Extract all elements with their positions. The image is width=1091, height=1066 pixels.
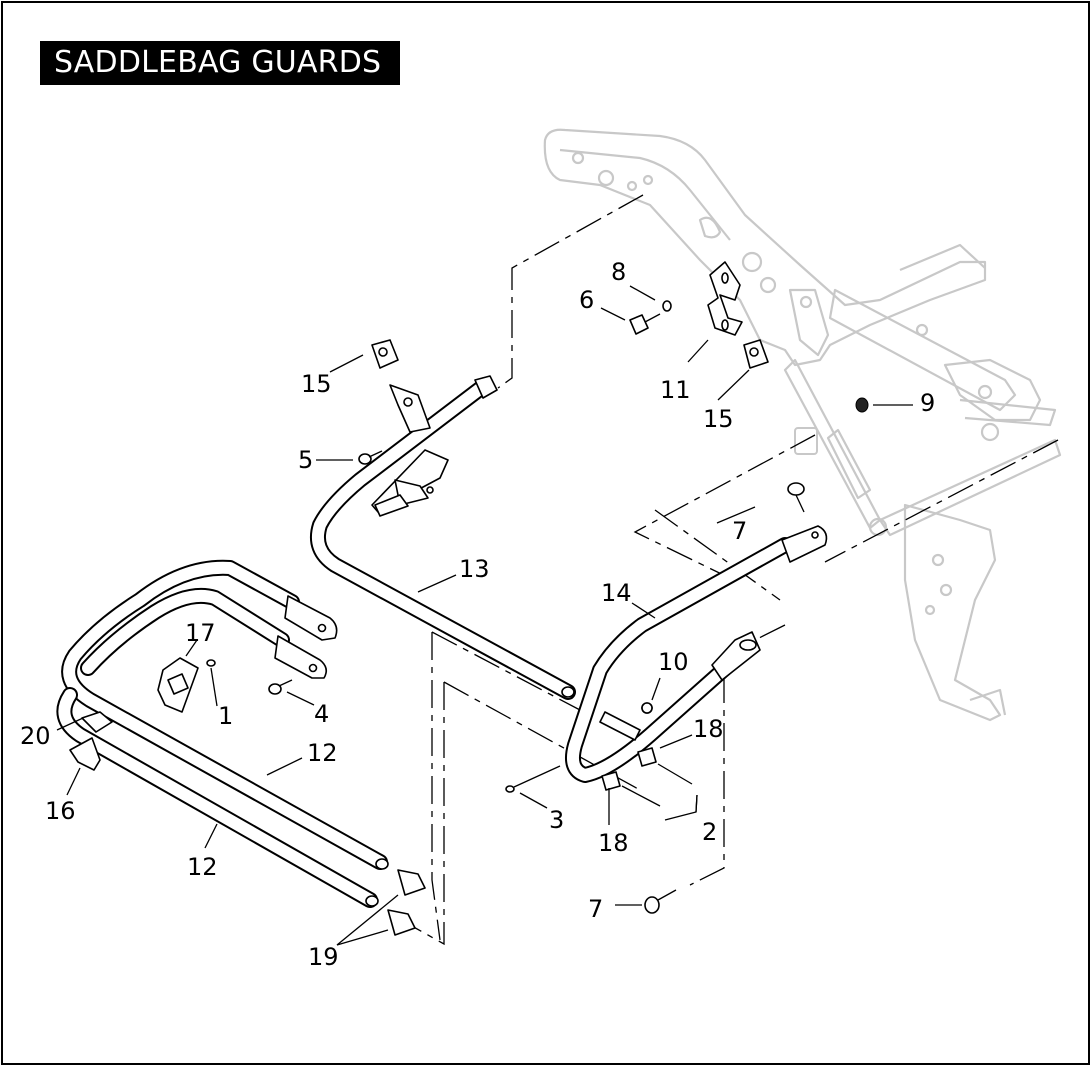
saddlebag-guard-rail-12 <box>56 559 389 908</box>
saddlebag-guard-14 <box>565 525 828 783</box>
screw-1 <box>206 659 216 667</box>
phantom-assembly-lines <box>409 194 1059 946</box>
callout-18-lower: 18 <box>598 829 629 857</box>
screw-7-lower <box>644 896 660 914</box>
callout-19: 19 <box>308 943 339 971</box>
spacer-10 <box>641 702 653 714</box>
callout-12-upper: 12 <box>307 739 338 767</box>
callout-11: 11 <box>660 376 691 404</box>
spacer-18-upper <box>637 747 657 767</box>
screw-7-upper <box>787 482 805 496</box>
callout-9: 9 <box>920 389 935 417</box>
saddlebag-guard-13 <box>309 375 576 700</box>
callout-17: 17 <box>185 619 216 647</box>
hardware-parts <box>69 261 869 936</box>
callout-18-upper: 18 <box>693 715 724 743</box>
callout-20: 20 <box>20 722 51 750</box>
callout-16: 16 <box>45 797 76 825</box>
callout-10: 10 <box>658 648 689 676</box>
clamp-16 <box>69 737 101 771</box>
callout-14: 14 <box>601 579 632 607</box>
screw-6 <box>629 314 649 335</box>
motorcycle-frame-ghost <box>543 128 1062 722</box>
callout-labels: 1 2 3 4 5 6 7 7 8 9 10 11 12 12 13 14 15… <box>20 258 935 971</box>
screw-3 <box>505 785 515 793</box>
callout-1: 1 <box>218 702 233 730</box>
callout-5: 5 <box>298 446 313 474</box>
screw-5 <box>358 453 372 465</box>
callout-12-lower: 12 <box>187 853 218 881</box>
callout-8: 8 <box>611 258 626 286</box>
callout-15-right: 15 <box>703 405 734 433</box>
washer-8 <box>662 300 672 312</box>
callout-7-lower: 7 <box>588 895 603 923</box>
callout-leader-lines <box>56 285 913 946</box>
callout-6: 6 <box>579 286 594 314</box>
cap-19-lower <box>387 909 416 936</box>
callout-4: 4 <box>314 700 329 728</box>
bracket-11 <box>707 261 743 336</box>
screw-4 <box>268 683 282 695</box>
callout-3: 3 <box>549 806 564 834</box>
cap-19-upper <box>397 869 426 896</box>
callout-2: 2 <box>702 818 717 846</box>
page-title: SADDLEBAG GUARDS <box>40 41 400 85</box>
callout-7-upper: 7 <box>732 517 747 545</box>
callout-15-left: 15 <box>301 370 332 398</box>
pad-20 <box>81 711 113 733</box>
spacer-18-lower <box>601 771 621 791</box>
nut-9 <box>855 397 869 413</box>
callout-13: 13 <box>459 555 490 583</box>
